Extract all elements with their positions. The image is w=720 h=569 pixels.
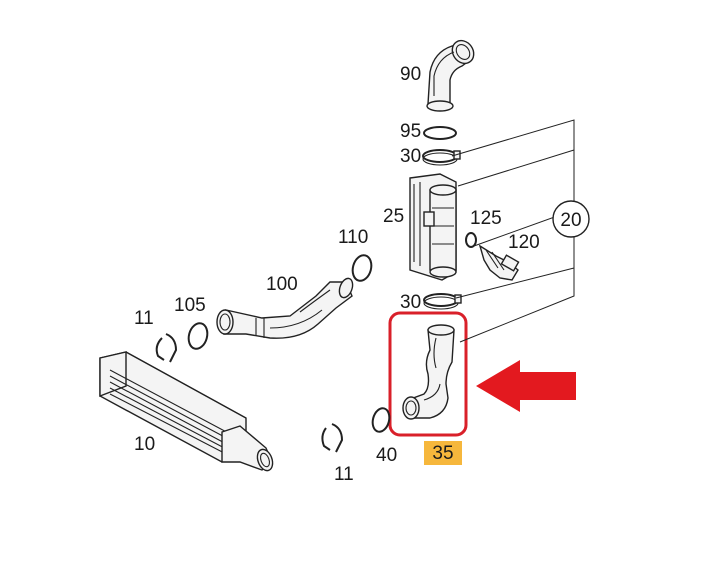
callout-120: 120: [508, 232, 540, 253]
callout-11-upper: 11: [134, 308, 154, 329]
group-badge-circle: [552, 200, 590, 238]
part-11-upper-clip: [155, 333, 178, 363]
part-11-lower-clip: [321, 423, 344, 453]
callout-11-lower: 11: [334, 464, 354, 485]
highlight-label-background: [424, 441, 462, 465]
part-95-o-ring: [423, 126, 457, 140]
callout-110: 110: [338, 227, 368, 248]
part-25-connector-housing: [409, 173, 457, 281]
callout-30-upper: 30: [400, 146, 421, 167]
part-35-charge-hose: [402, 324, 455, 420]
highlight-arrow: [476, 360, 576, 412]
part-110-seal: [351, 254, 373, 282]
part-90-upper-hose: [426, 39, 475, 112]
group-badge-text: 20: [560, 210, 581, 231]
part-120-sensor: [478, 244, 520, 281]
part-30-lower-clamp: [423, 293, 462, 310]
callout-40: 40: [376, 445, 397, 466]
callout-30-lower: 30: [400, 292, 421, 313]
callout-125: 125: [470, 208, 502, 229]
callout-25: 25: [383, 206, 404, 227]
part-30-upper-clamp: [422, 149, 461, 166]
callout-90: 90: [400, 64, 421, 85]
part-100-charge-hose: [216, 277, 354, 339]
part-40-seal: [371, 407, 391, 433]
part-10-intercooler: [99, 351, 274, 472]
callout-95: 95: [400, 121, 421, 142]
callout-labels: 90 95 30 25 125 120 110 100 30 11 105 10…: [134, 64, 540, 485]
callout-10: 10: [134, 434, 155, 455]
leader-lines: [451, 119, 575, 343]
callout-100: 100: [266, 274, 298, 295]
highlight-label-35: 35: [432, 443, 453, 464]
highlight-frame: [388, 311, 468, 437]
part-105-seal: [187, 322, 209, 350]
part-125-seal: [465, 232, 477, 248]
callout-105: 105: [174, 295, 206, 316]
